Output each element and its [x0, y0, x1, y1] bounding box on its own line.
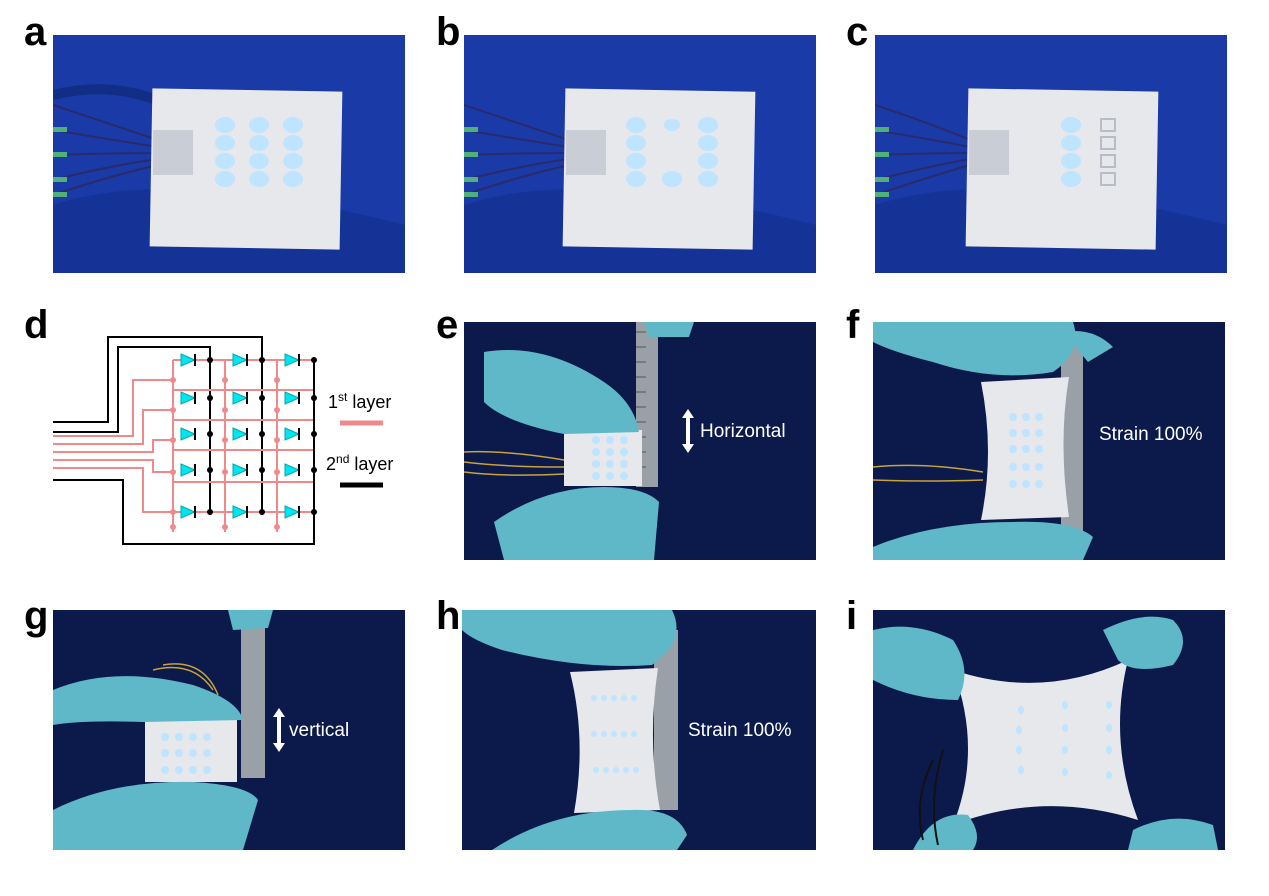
led-row-3: [180, 427, 301, 441]
panel-label-c: c: [846, 10, 869, 54]
photo-panel-i: [873, 610, 1225, 850]
led-grid: [180, 353, 301, 519]
panel-label-d: d: [24, 303, 49, 347]
photo-panel-g: [53, 610, 405, 850]
annotation-horizontal: Horizontal: [700, 421, 786, 442]
panel-label-e: e: [436, 303, 459, 347]
photo-panel-b: [464, 35, 816, 273]
double-arrow-icon: [682, 409, 694, 453]
legend-second-layer-label: 2nd layer: [326, 452, 393, 474]
circuit-diagram: 1st layer 2nd layer: [53, 322, 413, 552]
led-row-1: [180, 353, 301, 367]
panel-label-h: h: [436, 594, 461, 638]
photo-panel-e: [464, 322, 816, 560]
first-layer-wires: [53, 359, 313, 532]
led-row-4: [180, 463, 301, 477]
led-row-2: [180, 391, 301, 405]
double-arrow-icon: [273, 708, 285, 752]
panel-label-a: a: [24, 10, 47, 54]
annotation-strain-h: Strain 100%: [688, 720, 792, 741]
panel-label-f: f: [846, 303, 860, 347]
annotation-vertical: vertical: [289, 720, 350, 741]
photo-panel-f: [873, 322, 1225, 560]
annotation-strain-f: Strain 100%: [1099, 424, 1203, 445]
panel-label-g: g: [24, 594, 49, 638]
photo-panel-h: [462, 610, 816, 850]
led-row-5: [180, 505, 301, 519]
panel-label-b: b: [436, 10, 461, 54]
panel-label-i: i: [846, 594, 858, 638]
photo-panel-a: [53, 35, 405, 273]
photo-panel-c: [875, 35, 1227, 273]
legend-first-layer-label: 1st layer: [328, 390, 391, 412]
